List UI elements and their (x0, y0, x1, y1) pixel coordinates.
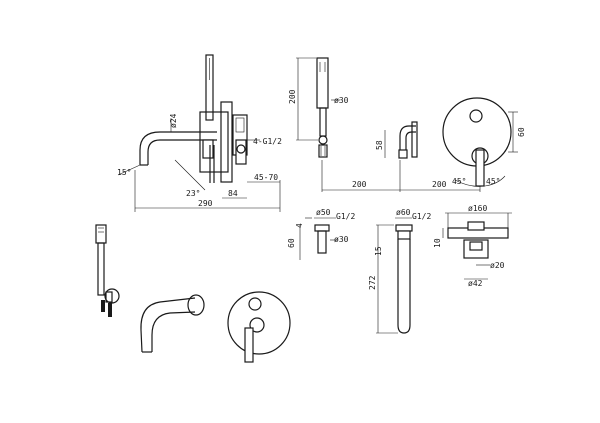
outlet-fitting-view (299, 217, 338, 260)
outlet-thread-label: G1/2 (336, 212, 355, 221)
bath-width-total-label: 290 (198, 199, 213, 208)
outlet-diameter-label: ø50 (316, 208, 331, 217)
bath-thread-label: 4-G1/2 (253, 137, 282, 146)
hand-shower-view (296, 57, 340, 158)
spout-offset-label: 15 (374, 246, 383, 256)
mixer-handle-diameter-label: ø20 (490, 261, 505, 270)
span-right-label: 200 (432, 180, 447, 189)
angle-right-label: 45° (486, 177, 500, 186)
mixer-diameter-label: ø160 (468, 204, 487, 213)
round-mixer-view (227, 291, 291, 363)
shower-height-label: 200 (288, 89, 297, 104)
mixer-body-diameter-label: ø42 (468, 279, 483, 288)
holder-height-label: 58 (375, 140, 384, 150)
spout-diameter-label: ø60 (396, 208, 411, 217)
bath-depth-range-label: 45-70 (254, 173, 278, 182)
spout-thread-label: G1/2 (412, 212, 431, 221)
outlet-depth-label: 4 (295, 223, 304, 228)
spout-straight-view (376, 217, 413, 334)
bath-angle-label: 15° (117, 168, 131, 177)
bath-mixer-side-view (117, 54, 281, 212)
mixer-section-view (442, 212, 512, 280)
bath-angle-2-label: 23° (186, 189, 200, 198)
plate-height-label: 60 (517, 127, 526, 137)
wall-holder-view (321, 121, 481, 192)
mixer-depth-label: 10 (433, 238, 442, 248)
shower-set-view (95, 224, 120, 317)
bath-spout-diameter-label: ø24 (169, 113, 178, 128)
shower-diameter-label: ø30 (334, 96, 349, 105)
outlet-height-label: 60 (287, 238, 296, 248)
outlet-hose-diameter-label: ø30 (334, 235, 349, 244)
spout-length-label: 272 (368, 275, 377, 290)
bath-depth-label: 84 (228, 189, 238, 198)
angle-left-label: 45° (452, 177, 466, 186)
mixer-front-view (442, 97, 518, 187)
span-left-label: 200 (352, 180, 367, 189)
bath-spout-view (140, 294, 205, 353)
